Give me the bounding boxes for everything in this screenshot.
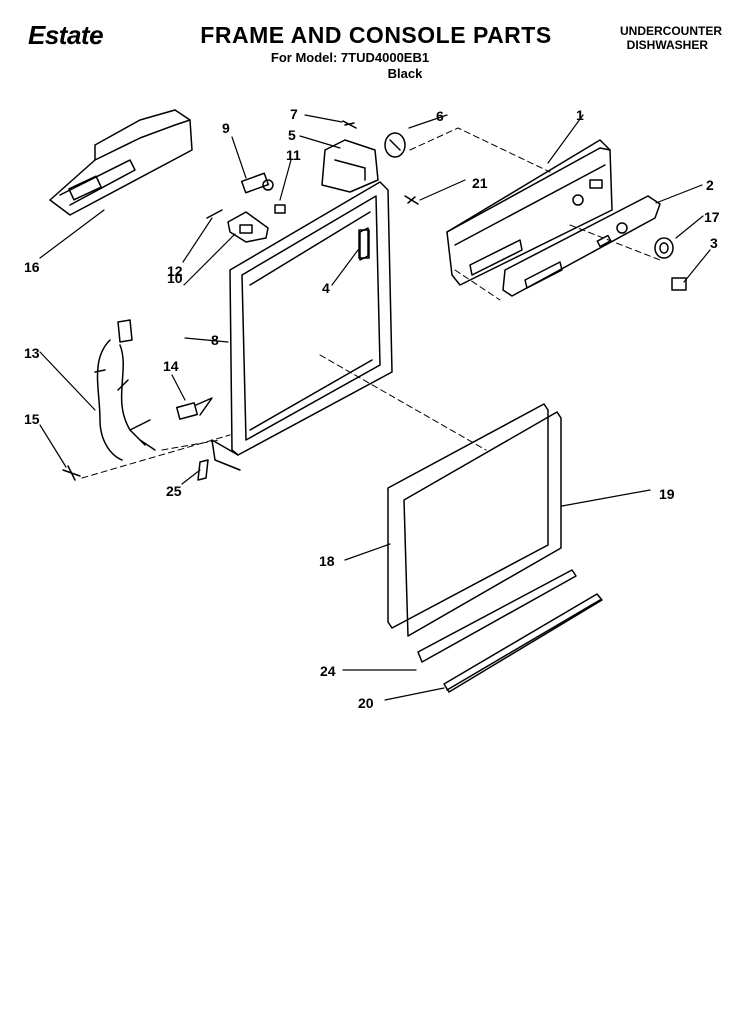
part-14-connector [176, 397, 213, 420]
part-9-latch-assembly [240, 172, 274, 194]
part-20-bottom-trim [443, 593, 603, 693]
part-1-console [446, 139, 613, 286]
part-12-spring [206, 209, 223, 219]
callout-24: 24 [320, 663, 336, 679]
part-11-pin [274, 204, 286, 214]
callout-9: 9 [222, 120, 230, 136]
part-15-screw [62, 465, 81, 481]
part-4-strike [359, 227, 369, 261]
callout-13: 13 [24, 345, 40, 361]
part-16-cover [49, 109, 193, 216]
callout-6: 6 [436, 108, 444, 124]
part-13-wire-harness [94, 319, 156, 461]
part-25-clip [197, 459, 209, 481]
callout-8: 8 [211, 332, 219, 348]
callout-20: 20 [358, 695, 374, 711]
part-7-screw [342, 120, 357, 129]
callout-2: 2 [706, 177, 714, 193]
part-19-door-panel [403, 411, 562, 637]
callout-18: 18 [319, 553, 335, 569]
assembly-lines [81, 127, 661, 479]
callout-25: 25 [166, 483, 182, 499]
color-label: Black [387, 66, 423, 81]
callout-4: 4 [322, 280, 330, 296]
part-18-door-liner [387, 403, 549, 629]
callout-3: 3 [710, 235, 718, 251]
appliance-type-line1: UNDERCOUNTER [620, 24, 722, 38]
part-5-module [321, 139, 379, 193]
callout-12: 12 [167, 263, 183, 279]
callout-11: 11 [286, 147, 301, 163]
callout-14: 14 [163, 358, 179, 374]
part-6-dial [384, 132, 406, 158]
callout-15: 15 [24, 411, 40, 427]
appliance-type-line2: DISHWASHER [626, 38, 708, 52]
model-line: For Model: 7TUD4000EB1 [270, 50, 430, 65]
callout-21: 21 [472, 175, 488, 191]
callout-1: 1 [576, 107, 584, 123]
part-17-knob [654, 237, 674, 259]
part-2-overlay [502, 195, 661, 297]
leader-lines [39, 114, 711, 701]
part-21-screw [404, 195, 419, 205]
callout-7: 7 [290, 106, 298, 122]
brand-logo: Estate [28, 20, 104, 50]
callout-10: 10 [167, 270, 183, 286]
callout-16: 16 [24, 259, 40, 275]
callout-19: 19 [659, 486, 675, 502]
callout-5: 5 [288, 127, 296, 143]
page-title: FRAME AND CONSOLE PARTS [200, 22, 552, 48]
part-3-switch [671, 277, 687, 291]
part-8-door-frame [211, 181, 393, 471]
part-24-trim [417, 569, 577, 663]
part-10-latch-base [227, 211, 269, 243]
callout-17: 17 [704, 209, 720, 225]
